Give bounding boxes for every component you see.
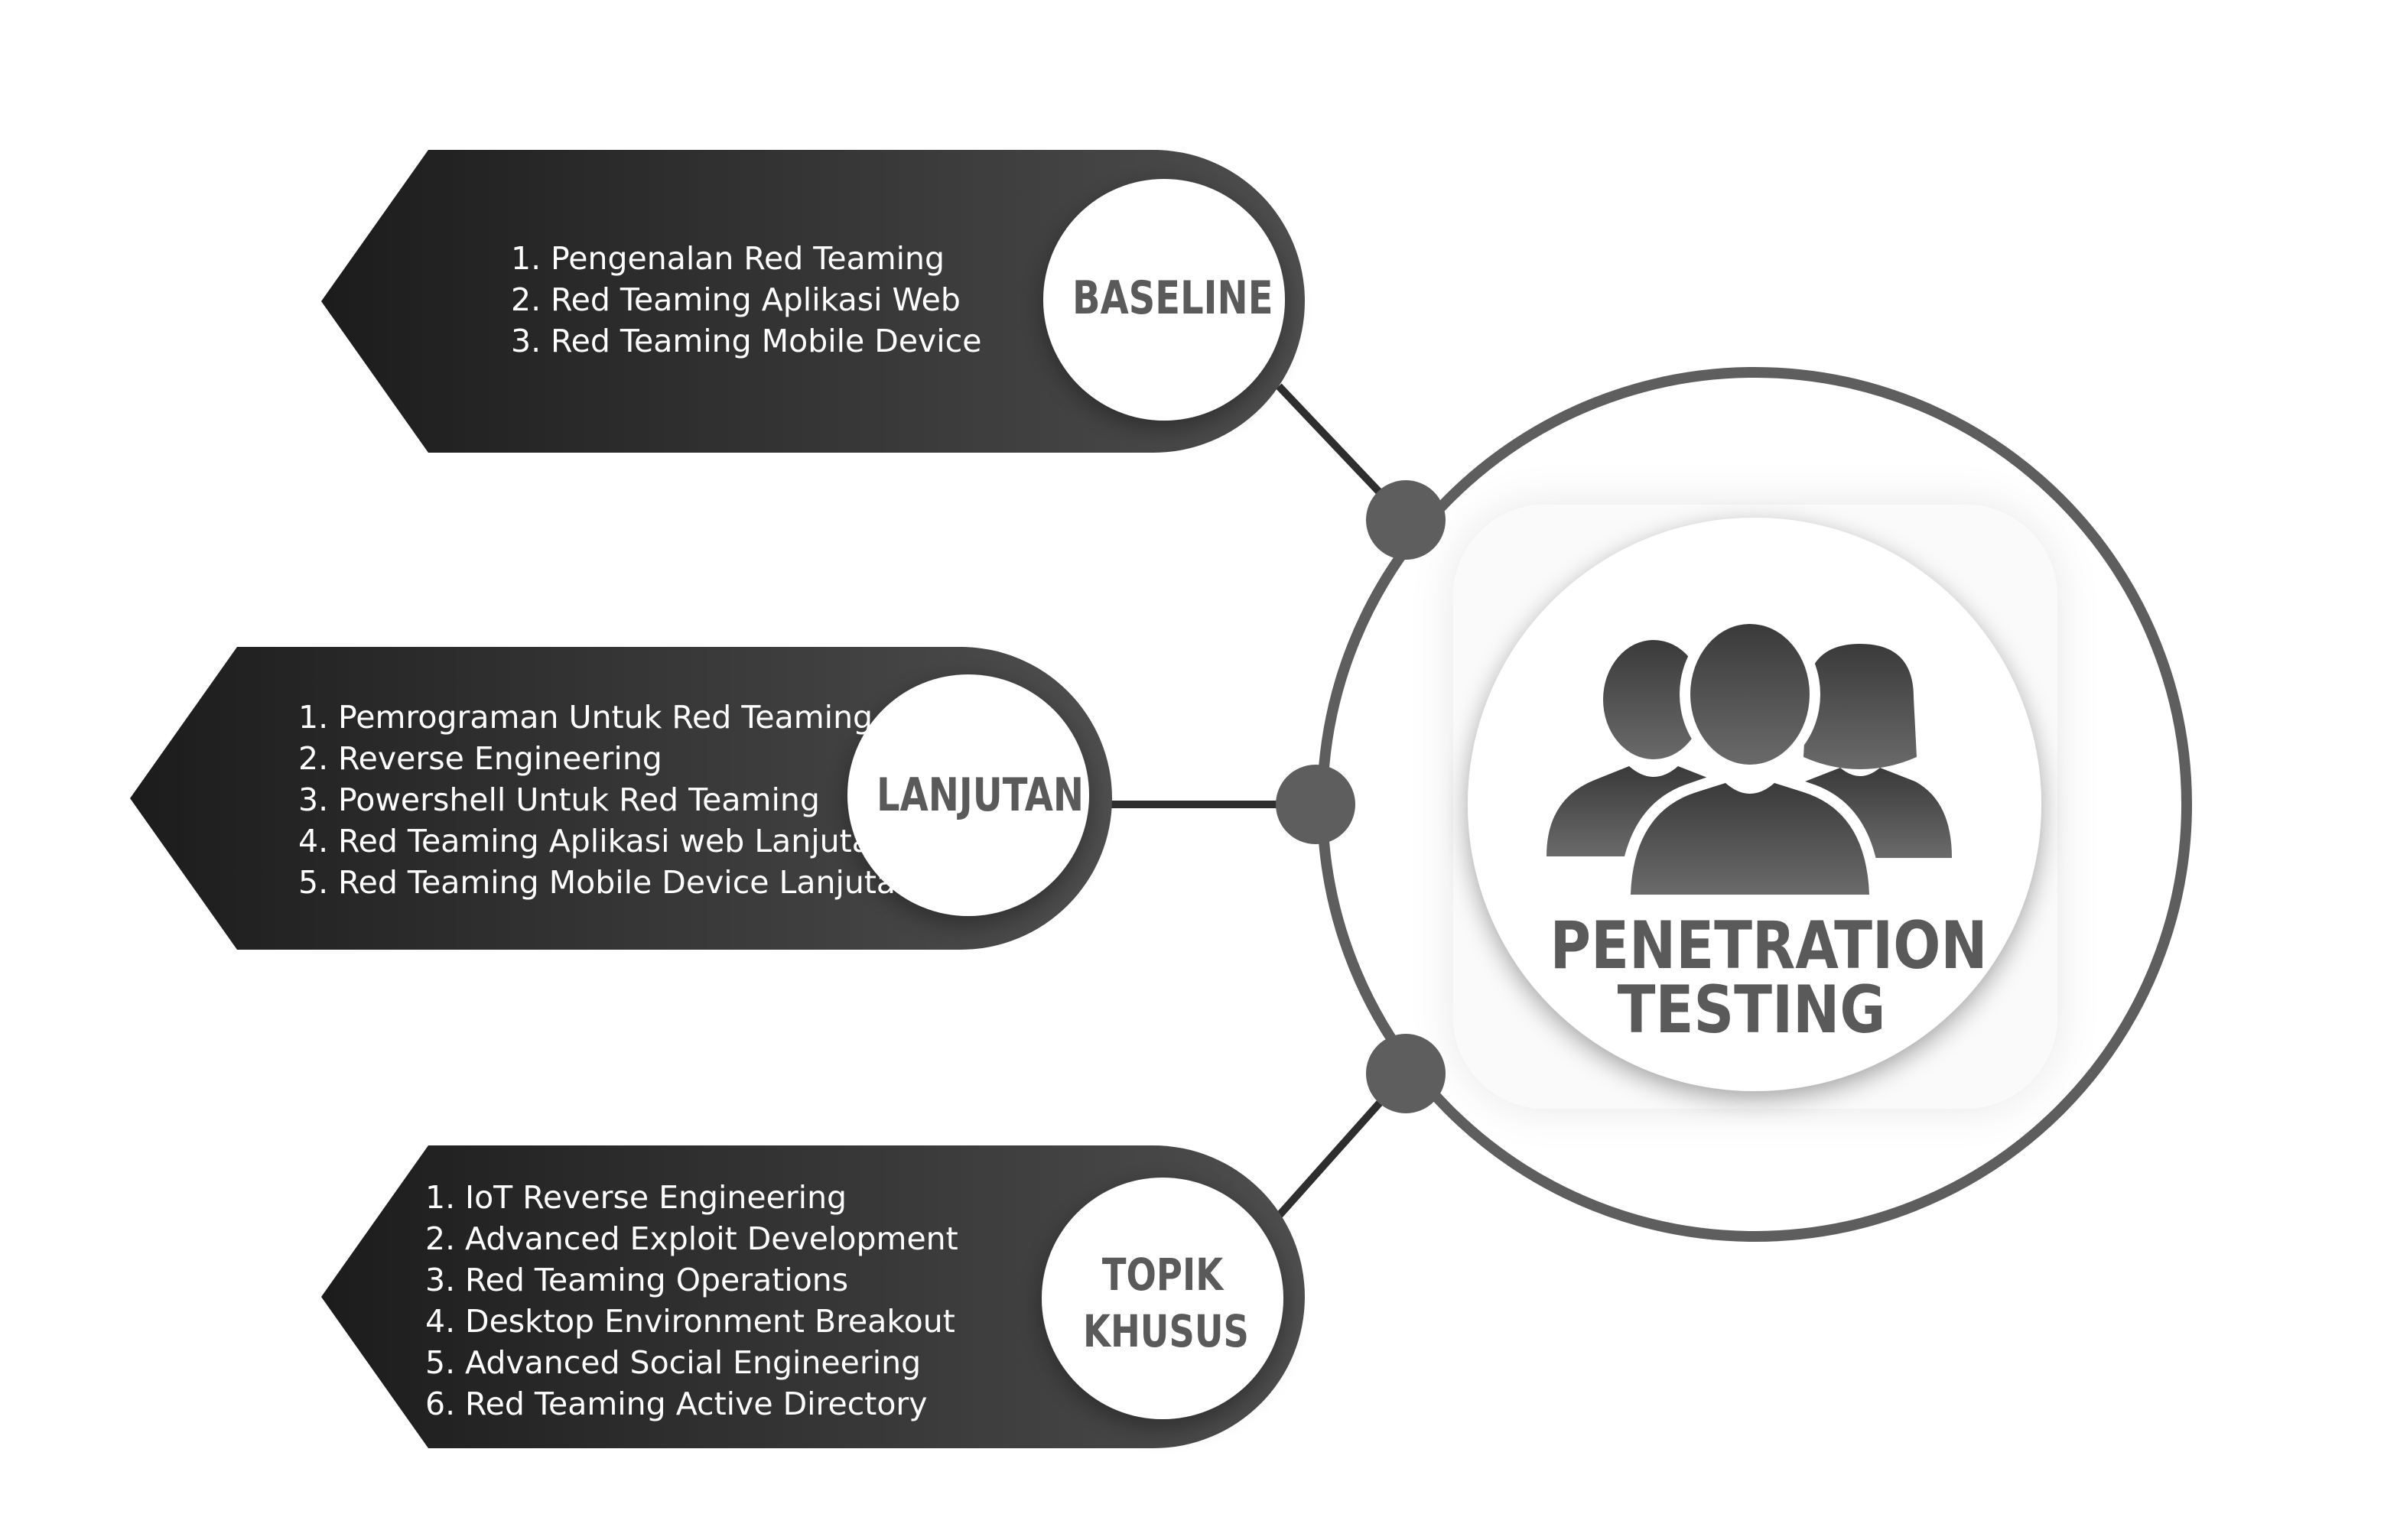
list-item: 2.Red Teaming Aplikasi Web [511, 281, 961, 318]
topik-khusus-label: TOPIK KHUSUS [1083, 1249, 1249, 1357]
badge-lanjutan [847, 674, 1089, 916]
list-item: 4.Red Teaming Aplikasi web Lanjutan [298, 823, 891, 859]
baseline-label: BASELINE [1072, 271, 1273, 325]
lanjutan-topic-list: 1.Pemrograman Untuk Red Teaming 2.Revers… [298, 697, 916, 903]
baseline-topic-list: 1.Pengenalan Red Teaming 2.Red Teaming A… [511, 238, 981, 362]
list-item: 4.Desktop Environment Breakout [425, 1303, 955, 1340]
topik-khusus-topic-list: 1.IoT Reverse Engineering 2.Advanced Exp… [425, 1177, 958, 1425]
front-person-icon [1631, 624, 1869, 895]
list-item: 3.Red Teaming Operations [425, 1262, 849, 1298]
badge-baseline [1043, 179, 1285, 421]
list-item: 1.IoT Reverse Engineering [425, 1179, 847, 1216]
banner-khusus [321, 1145, 1305, 1448]
connector-node-khusus [1366, 1034, 1446, 1113]
center-title: PENETRATION TESTING [1550, 908, 1988, 1048]
list-item: 6.Red Teaming Active Directory [425, 1386, 928, 1422]
list-item: 1.Pemrograman Untuk Red Teaming [298, 699, 873, 736]
list-item: 5.Red Teaming Mobile Device Lanjutan [298, 864, 916, 901]
lanjutan-label: LANJUTAN [877, 768, 1085, 822]
connector-node-lanjutan [1276, 765, 1355, 844]
badge-khusus [1042, 1178, 1283, 1419]
list-item: 1.Pengenalan Red Teaming [511, 240, 945, 277]
list-item: 3.Powershell Untuk Red Teaming [298, 781, 820, 818]
connector-node-baseline [1366, 480, 1446, 560]
list-item: 2.Reverse Engineering [298, 740, 662, 777]
list-item: 3.Red Teaming Mobile Device [511, 323, 982, 359]
list-item: 5.Advanced Social Engineering [425, 1344, 922, 1381]
list-item: 2.Advanced Exploit Development [425, 1220, 958, 1257]
banner-baseline [321, 150, 1305, 453]
banner-lanjutan [130, 647, 1112, 950]
